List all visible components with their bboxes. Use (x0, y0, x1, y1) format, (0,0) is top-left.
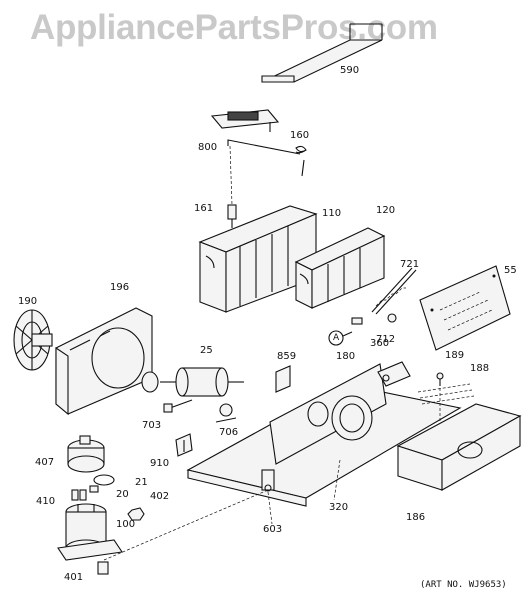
part-189-screw (436, 372, 444, 386)
label-712: 712 (376, 334, 396, 345)
label-410: 410 (36, 496, 56, 507)
part-20-terminal (89, 485, 99, 493)
label-190: 190 (18, 296, 38, 307)
label-402: 402 (150, 491, 170, 502)
part-188-grille (417, 383, 475, 440)
label-590: 590 (340, 65, 360, 76)
art-number: (ART NO. WJ9653) (420, 580, 507, 590)
part-800-switch (210, 109, 280, 132)
label-180: 180 (336, 351, 356, 362)
part-706-mount (215, 403, 237, 423)
label-21: 21 (135, 477, 148, 488)
part-402-nut (127, 507, 145, 521)
label-188: 188 (470, 363, 490, 374)
label-20: 20 (116, 489, 129, 500)
part-590-bracket (261, 23, 383, 83)
label-706: 706 (219, 427, 239, 438)
chassis-base (186, 363, 462, 507)
part-55-panel (419, 265, 511, 351)
part-910-clip (175, 433, 193, 457)
part-196-housing (55, 307, 159, 416)
label-320: 320 (329, 502, 349, 513)
part-407-cap (67, 435, 105, 473)
part-161-bulb (227, 204, 237, 228)
part-25-motor (160, 367, 244, 397)
part-160-spring (227, 139, 307, 206)
callout-circle (328, 330, 344, 346)
label-721: 721 (400, 259, 420, 270)
label-360: 360 (370, 338, 390, 349)
part-100-capacitor (57, 503, 123, 561)
label-603: 603 (263, 524, 283, 535)
label-100: 100 (116, 519, 136, 530)
label-859: 859 (277, 351, 297, 362)
part-21-clip (93, 474, 115, 486)
label-55: 55 (504, 265, 517, 276)
part-360-clip (377, 361, 411, 387)
part-186-tray (396, 403, 522, 491)
label-800: 800 (198, 142, 218, 153)
label-120: 120 (376, 205, 396, 216)
label-703: 703 (142, 420, 162, 431)
label-401: 401 (64, 572, 84, 583)
part-703-bolt (163, 399, 193, 413)
part-190-fan (13, 309, 53, 371)
part-110-evaporator (198, 205, 318, 313)
label-910: 910 (150, 458, 170, 469)
callout-a-label: A (333, 333, 340, 343)
part-410-terminal (71, 489, 87, 501)
label-196: 196 (110, 282, 130, 293)
part-859-bracket (275, 365, 291, 393)
part-721-rod (351, 267, 417, 325)
part-401-grommet (97, 489, 269, 575)
label-25: 25 (200, 345, 213, 356)
label-407: 407 (35, 457, 55, 468)
part-120-condenser (294, 227, 386, 309)
label-186: 186 (406, 512, 426, 523)
label-160: 160 (290, 130, 310, 141)
label-161: 161 (194, 203, 214, 214)
label-110: 110 (322, 208, 342, 219)
label-189: 189 (445, 350, 465, 361)
